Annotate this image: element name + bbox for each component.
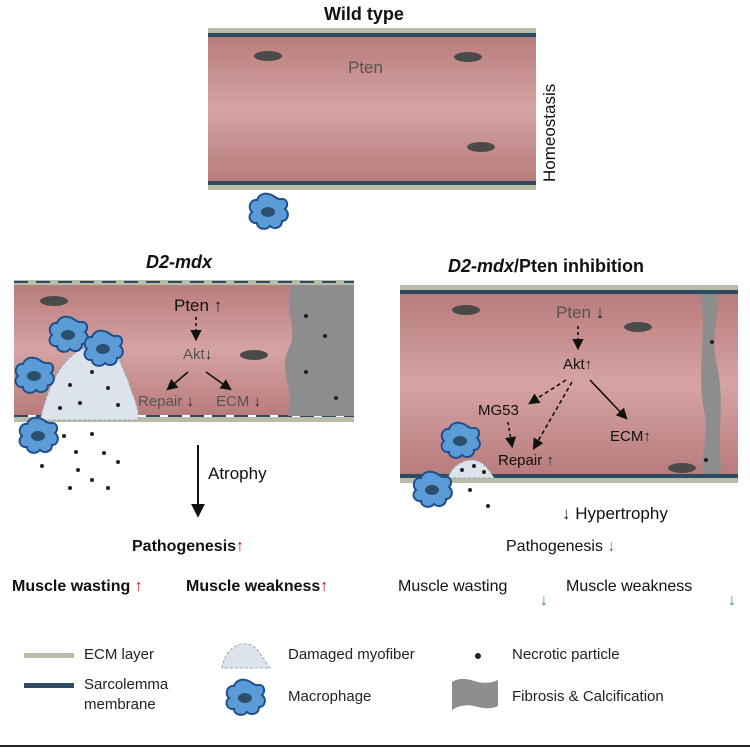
legend-ecm-label: ECM layer (84, 646, 155, 663)
legend-ecm-swatch (24, 653, 74, 658)
macrophage-icon (440, 421, 481, 459)
legend-necrotic-swatch (475, 653, 481, 659)
legend-damaged-label: Damaged myofiber (288, 646, 415, 663)
necrotic-particle (90, 370, 94, 374)
d2mdx-repair-node: Repair ↓ (138, 393, 194, 410)
pi-pathogenesis: Pathogenesis ↓ (506, 538, 616, 555)
pi-pten-node: Pten ↓ (556, 303, 605, 322)
pten-inhibition-pathway-arrows (505, 326, 628, 450)
nucleus (454, 52, 482, 62)
nucleus (624, 322, 652, 332)
hypertrophy-label: ↓ Hypertrophy (562, 504, 668, 523)
necrotic-particle (106, 386, 110, 390)
nucleus (452, 305, 480, 315)
atrophy-label: Atrophy (208, 464, 267, 483)
pi-muscle-wasting-arrow: ↓ (540, 592, 548, 609)
nucleus (254, 51, 282, 61)
necrotic-particle (704, 458, 708, 462)
pten-inhibition-title: D2-mdx/Pten inhibition (448, 256, 644, 276)
legend-sarcolemma-swatch (24, 683, 74, 688)
fibrosis-region (700, 294, 722, 474)
macrophage-icon (412, 470, 453, 508)
necrotic-particle (323, 334, 327, 338)
legend-macrophage-icon (225, 678, 266, 716)
legend-sarcolemma-label: Sarcolemma (84, 676, 169, 693)
d2mdx-title: D2-mdx (146, 252, 213, 272)
legend-membrane-label: membrane (84, 696, 156, 713)
necrotic-particles-scatter (468, 488, 490, 508)
d2mdx-muscle-wasting: Muscle wasting ↑ (12, 578, 143, 595)
macrophage-icon (18, 416, 59, 454)
nucleus (668, 463, 696, 473)
macrophage-icon (248, 192, 289, 230)
wild-type-title: Wild type (324, 4, 404, 24)
fibrosis-region (284, 285, 354, 416)
legend-fibrosis-swatch (452, 678, 498, 710)
macrophage-icon (14, 356, 55, 394)
legend (24, 643, 498, 716)
necrotic-particle (710, 340, 714, 344)
necrotic-particle (304, 314, 308, 318)
necrotic-particle (68, 383, 72, 387)
wild-type-fiber (208, 28, 536, 190)
d2mdx-akt-node: Akt↓ (183, 346, 213, 363)
nucleus (40, 296, 68, 306)
d2mdx-pten-node: Pten ↑ (174, 296, 223, 315)
necrotic-particle (116, 403, 120, 407)
legend-macrophage-label: Macrophage (288, 688, 372, 705)
damaged-myofiber (447, 459, 495, 479)
macrophage-icon (48, 315, 89, 353)
pi-akt-node: Akt↑ (563, 356, 593, 373)
homeostasis-label: Homeostasis (540, 83, 559, 182)
legend-necrotic-label: Necrotic particle (512, 646, 620, 663)
necrotic-particles-scatter (40, 432, 120, 490)
necrotic-particle (304, 370, 308, 374)
pi-muscle-wasting: Muscle wasting (398, 578, 508, 595)
pi-muscle-weakness-arrow: ↓ (728, 592, 736, 609)
pi-mg53-node: MG53 (478, 402, 519, 419)
legend-fibrosis-label: Fibrosis & Calcification (512, 688, 664, 705)
necrotic-particle (334, 396, 338, 400)
nucleus (467, 142, 495, 152)
d2mdx-pathway-arrows (166, 317, 232, 518)
necrotic-particle (58, 406, 62, 410)
d2mdx-pathogenesis: Pathogenesis↑ (132, 538, 245, 555)
pi-muscle-weakness: Muscle weakness (566, 578, 693, 595)
necrotic-particle (78, 401, 82, 405)
pi-ecm-node: ECM↑ (610, 428, 651, 445)
macrophage-icon (83, 329, 124, 367)
pi-repair-node: Repair ↑ (498, 452, 554, 469)
legend-damaged-swatch (221, 643, 272, 669)
wild-type-pten-label: Pten (348, 58, 383, 77)
nucleus (240, 350, 268, 360)
d2mdx-ecm-node: ECM ↓ (216, 393, 262, 410)
d2mdx-muscle-weakness: Muscle weakness↑ (186, 578, 329, 595)
